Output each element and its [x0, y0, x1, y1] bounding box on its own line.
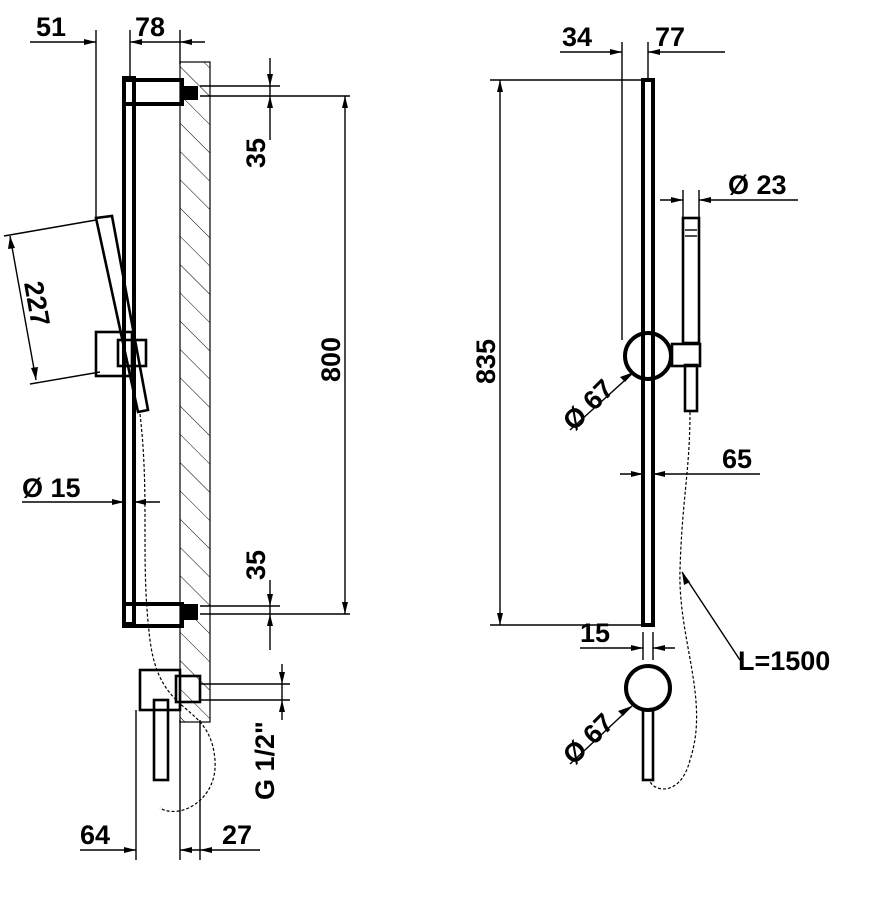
dim-bracket-top: 35 — [241, 138, 271, 168]
holder-front — [670, 342, 702, 368]
top-anchor — [180, 86, 198, 100]
outlet-pipe-front — [641, 708, 655, 782]
dim-handshower-length: 227 — [18, 279, 55, 329]
hose-front — [649, 411, 698, 790]
wall-outlet-side — [138, 668, 202, 782]
dim-outlet-wall: 27 — [222, 820, 252, 850]
hose-side — [139, 413, 216, 813]
handle-front — [683, 363, 699, 413]
side-view: 51 78 35 800 35 227 Ø 15 — [3, 12, 350, 860]
dim-outlet-thread: G 1/2" — [250, 721, 280, 800]
front-view: 34 77 Ø 23 835 Ø 67 65 15 — [471, 22, 830, 790]
wall-section — [179, 61, 211, 723]
outlet-front — [624, 664, 672, 712]
bottom-anchor — [180, 604, 198, 620]
dim-top-offset: 51 — [36, 12, 66, 42]
dim-front-top-width: 77 — [655, 22, 685, 52]
rail-front — [641, 78, 655, 627]
dim-front-top-offset: 34 — [562, 22, 592, 52]
dim-outlet-projection: 64 — [80, 820, 110, 850]
dim-total-height: 835 — [471, 339, 501, 384]
dim-slider-diameter: Ø 67 — [557, 374, 620, 437]
dim-outlet-diameter: Ø 67 — [557, 708, 620, 771]
dim-top-depth: 78 — [135, 12, 165, 42]
hand-shower-front — [681, 216, 701, 345]
dim-rail-diameter: Ø 15 — [22, 473, 81, 503]
dim-handshower-diameter: Ø 23 — [728, 170, 787, 200]
dim-front-rail-width: 15 — [580, 618, 610, 648]
dim-rail-length: 800 — [316, 337, 346, 382]
hand-shower-side — [94, 214, 150, 414]
dim-hose-length: L=1500 — [738, 646, 830, 676]
dim-bracket-bottom: 35 — [241, 550, 271, 580]
dim-slider-spacing: 65 — [722, 444, 752, 474]
slider-front — [623, 331, 673, 381]
